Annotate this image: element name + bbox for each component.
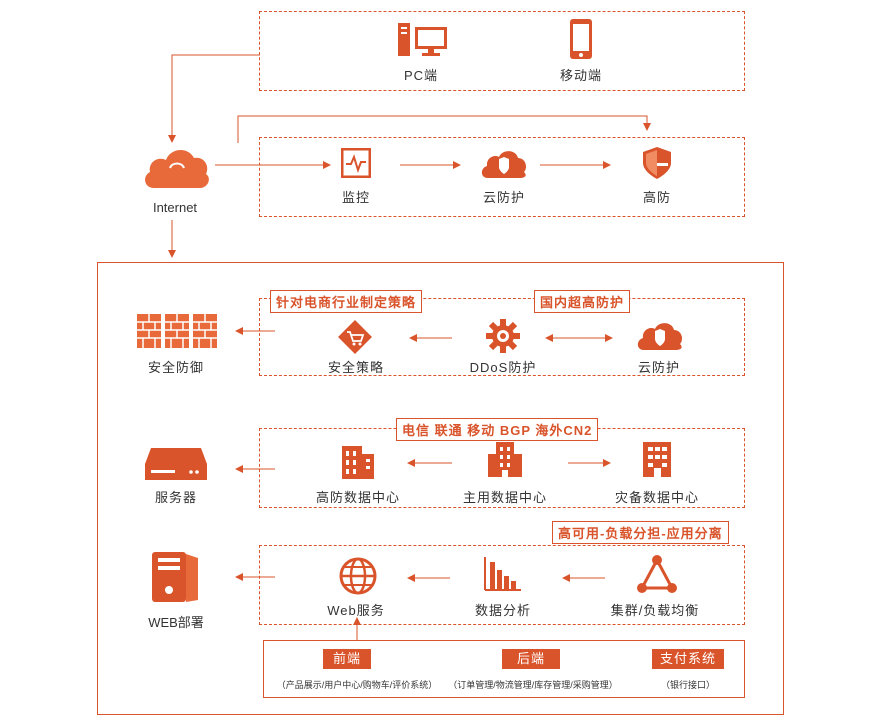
- globe-icon: [339, 557, 377, 595]
- web-service-label: Web服务: [327, 603, 385, 618]
- main-architecture-box: [97, 262, 784, 715]
- row2-tag-carriers: 电信 联通 移动 BGP 海外CN2: [396, 418, 599, 441]
- backend-desc: （订单管理/物流管理/库存管理/采购管理）: [448, 680, 618, 690]
- backup-dc-label: 灾备数据中心: [614, 490, 700, 505]
- building-icon: [342, 446, 374, 479]
- client-devices-box: [259, 11, 745, 91]
- internet-cloud-icon: [145, 149, 209, 188]
- firewall-icon: [137, 314, 217, 348]
- cloud-protection-icon: [637, 323, 682, 350]
- payment-system-button[interactable]: 支付系统: [652, 649, 724, 669]
- cloud-protection-label: 云防护: [482, 190, 526, 205]
- building-icon: [643, 442, 671, 477]
- mobile-label: 移动端: [559, 68, 603, 83]
- monitor-icon: [341, 148, 371, 178]
- main-dc-label: 主用数据中心: [462, 490, 548, 505]
- row1-cloud-label: 云防护: [637, 360, 681, 375]
- payment-desc: （银行接口）: [660, 680, 716, 690]
- ddos-protection-label: DDoS防护: [469, 360, 537, 375]
- row1-box: [259, 298, 745, 376]
- data-analysis-label: 数据分析: [474, 603, 532, 618]
- frontend-button[interactable]: 前端: [323, 649, 371, 669]
- row1-tag-protection: 国内超高防护: [534, 290, 631, 313]
- system-modules-box: [263, 640, 745, 698]
- bar-chart-icon: [484, 557, 521, 591]
- web-server-tower-icon: [152, 552, 198, 602]
- backend-button[interactable]: 后端: [502, 649, 560, 669]
- monitor-label: 监控: [341, 190, 371, 205]
- cart-diamond-icon: [338, 320, 372, 354]
- row1-tag-strategy: 针对电商行业制定策略: [270, 290, 423, 313]
- protection-services-box: [259, 137, 745, 217]
- pc-icon: [398, 23, 447, 56]
- security-defense-label: 安全防御: [147, 360, 205, 375]
- mobile-phone-icon: [570, 19, 592, 59]
- frontend-desc: （产品展示/用户中心/购物车/评价系统）: [276, 680, 438, 690]
- server-icon: [145, 448, 207, 480]
- security-policy-label: 安全策略: [327, 360, 385, 375]
- shield-icon: [643, 147, 671, 179]
- server-label: 服务器: [154, 490, 198, 505]
- row3-box: [259, 545, 745, 625]
- pc-label: PC端: [403, 68, 439, 83]
- high-protection-label: 高防: [642, 190, 672, 205]
- cloud-protection-icon: [481, 151, 526, 178]
- row3-tag-availability: 高可用-负载分担-应用分离: [552, 521, 729, 544]
- cluster-label: 集群/负载均衡: [610, 603, 700, 618]
- web-deploy-label: WEB部署: [148, 615, 204, 630]
- cluster-triangle-icon: [637, 555, 677, 593]
- internet-label: Internet: [152, 200, 198, 215]
- ddos-gear-icon: [486, 319, 520, 353]
- building-icon: [488, 442, 522, 477]
- high-protection-dc-label: 高防数据中心: [315, 490, 401, 505]
